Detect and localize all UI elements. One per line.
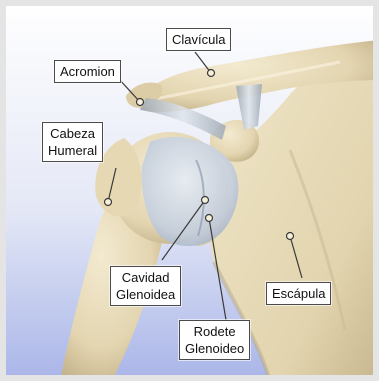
label-escapula: Escápula: [266, 282, 331, 305]
label-clavicula: Clavícula: [166, 28, 231, 51]
label-acromion: Acromion: [54, 60, 121, 83]
label-cavidad-glenoidea: Cavidad Glenoidea: [110, 266, 181, 306]
label-rodete-glenoideo: Rodete Glenoideo: [179, 320, 250, 360]
label-cabeza-humeral: Cabeza Humeral: [42, 122, 103, 162]
